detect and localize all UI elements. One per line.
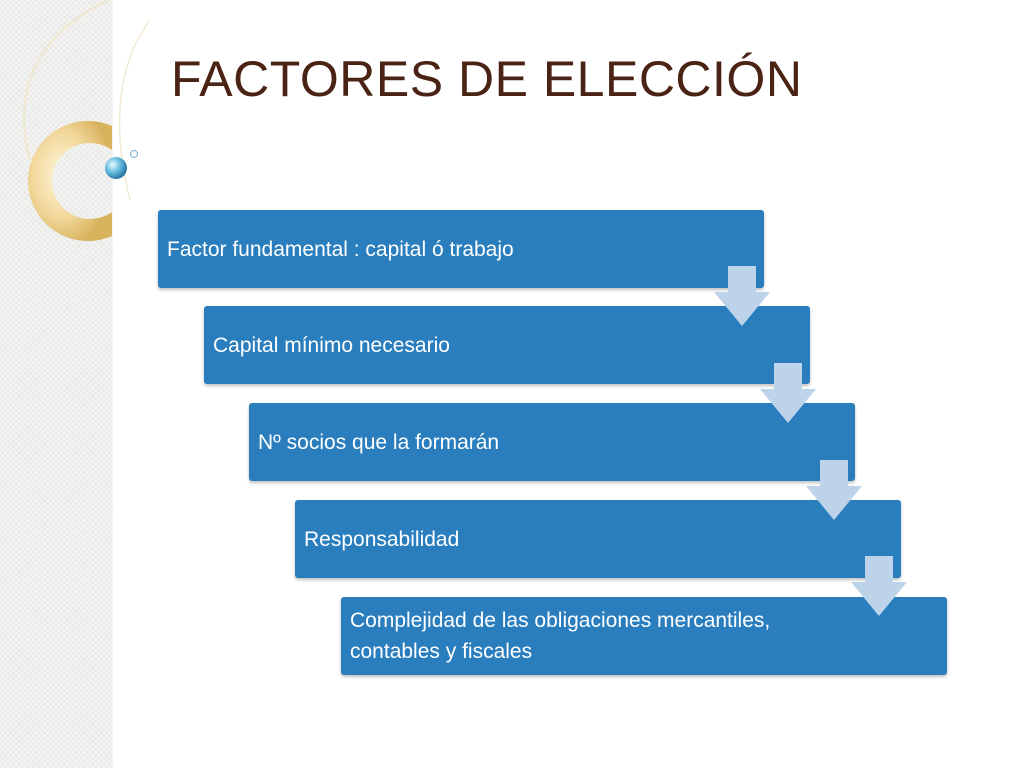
down-arrow-icon bbox=[851, 556, 907, 616]
down-arrow-icon bbox=[806, 460, 862, 520]
step-box: Capital mínimo necesario bbox=[204, 306, 810, 384]
page-title: FACTORES DE ELECCIÓN bbox=[171, 51, 803, 107]
bubble-icon bbox=[105, 157, 127, 179]
step-label: Nº socios que la formarán bbox=[258, 430, 500, 454]
down-arrow-icon bbox=[714, 266, 770, 326]
step-label: Complejidad de las obligaciones mercanti… bbox=[350, 609, 771, 663]
step-label: Factor fundamental : capital ó trabajo bbox=[167, 237, 514, 261]
step-box: Nº socios que la formarán bbox=[249, 403, 855, 481]
step-box: Complejidad de las obligaciones mercanti… bbox=[341, 597, 947, 675]
ring-icon bbox=[28, 121, 112, 241]
strip-edge bbox=[112, 0, 114, 768]
down-arrow-icon bbox=[760, 363, 816, 423]
step-box: Responsabilidad bbox=[295, 500, 901, 578]
step-box: Factor fundamental : capital ó trabajo bbox=[158, 210, 764, 288]
arc-line bbox=[22, 0, 111, 161]
step-label: Responsabilidad bbox=[304, 527, 460, 551]
decorative-ring-icon bbox=[22, 0, 151, 241]
small-bubble-icon bbox=[129, 149, 139, 159]
step-label: Capital mínimo necesario bbox=[213, 333, 450, 357]
